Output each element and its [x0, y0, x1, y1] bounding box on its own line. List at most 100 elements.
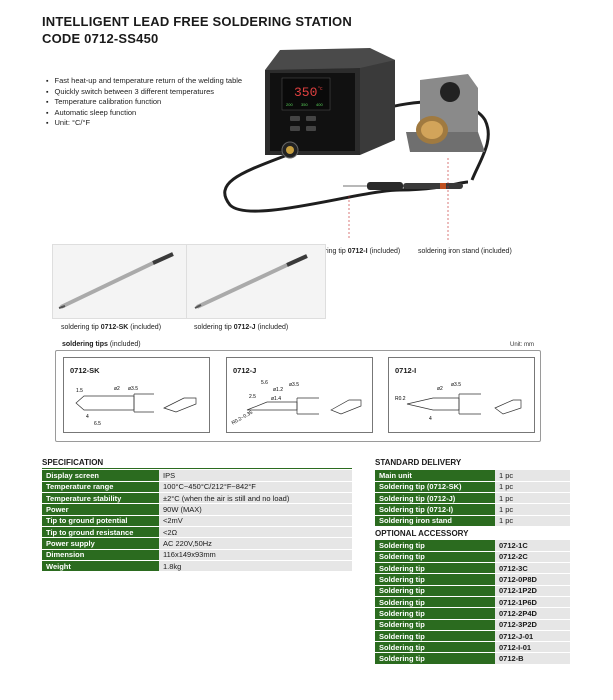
- display-preset: 200: [286, 102, 293, 107]
- table-row: Soldering tip (0712-SK)1 pc: [375, 481, 570, 494]
- display-preset: 350: [301, 102, 308, 107]
- drawing-name: 0712-J: [233, 366, 257, 375]
- row-label: Soldering tip: [375, 585, 495, 597]
- row-label: Soldering tip: [375, 641, 495, 654]
- row-label: Tip to ground potential: [42, 515, 159, 527]
- soldering-station-image: 350 °c 200 350 400: [223, 48, 490, 240]
- page-title: INTELLIGENT LEAD FREE SOLDERING STATION: [42, 14, 352, 29]
- dimension-label: 6.5: [94, 421, 101, 427]
- row-value: 0712-B: [495, 652, 570, 665]
- dimension-label: ø3.5: [289, 382, 299, 388]
- feature-item: Temperature calibration function: [46, 97, 242, 108]
- dimension-label: ø1.2: [273, 387, 283, 393]
- row-label: Soldering iron stand: [375, 515, 495, 527]
- feature-item: Unit: °C/°F: [46, 118, 242, 129]
- optional-accessory-heading: OPTIONAL ACCESSORY: [375, 529, 469, 538]
- table-row: Tip to ground potential<2mV: [42, 515, 352, 527]
- row-value: 1 pc: [495, 481, 570, 494]
- feature-item: Quickly switch between 3 different tempe…: [46, 87, 242, 98]
- drawing-0712-i: 0712-I R0.2 ø2 ø3.5 4: [388, 357, 535, 433]
- row-label: Display screen: [42, 470, 159, 482]
- dimension-label: 2.5: [249, 394, 256, 400]
- tip-sk-caption: soldering tip 0712-SK (included): [61, 324, 162, 331]
- drawing-name: 0712-I: [395, 366, 417, 375]
- product-code: CODE 0712-SS450: [42, 31, 159, 46]
- row-value: 0712-2P4D: [495, 607, 570, 620]
- dimension-label: ø1.4: [271, 396, 281, 402]
- tip-i-caption: soldering tip 0712-I (included): [308, 248, 401, 255]
- specification-heading: SPECIFICATION: [42, 458, 104, 467]
- dimension-label: ø3.5: [128, 386, 138, 392]
- row-value: 116x149x93mm: [159, 549, 352, 561]
- row-value: 0712-3P2D: [495, 619, 570, 631]
- specification-rule: [42, 468, 352, 469]
- dimension-label: 4: [86, 414, 89, 420]
- row-label: Temperature range: [42, 481, 159, 494]
- row-label: Soldering tip: [375, 652, 495, 665]
- standard-delivery-heading: STANDARD DELIVERY: [375, 458, 462, 467]
- tips-drawings-frame: [55, 350, 541, 442]
- row-value: 0712-J-01: [495, 630, 570, 643]
- row-label: Soldering tip: [375, 596, 495, 609]
- row-label: Main unit: [375, 470, 495, 482]
- row-value: 0712-3C: [495, 562, 570, 575]
- row-value: 90W (MAX): [159, 503, 352, 516]
- dimension-label: R0.2~0.35: [231, 410, 254, 427]
- row-label: Soldering tip: [375, 573, 495, 586]
- row-value: ±2°C (when the air is still and no load): [159, 492, 352, 505]
- row-label: Soldering tip: [375, 540, 495, 552]
- feature-item: Automatic sleep function: [46, 108, 242, 119]
- display-preset: 400: [316, 102, 323, 107]
- display-temperature-unit: °c: [318, 86, 323, 92]
- drawing-name: 0712-SK: [70, 366, 100, 375]
- feature-item: Fast heat-up and temperature return of t…: [46, 76, 242, 87]
- row-value: 0712-1P2D: [495, 585, 570, 597]
- row-label: Soldering tip: [375, 562, 495, 575]
- row-value: 0712-1C: [495, 540, 570, 552]
- row-value: <2Ω: [159, 526, 352, 539]
- feature-list: Fast heat-up and temperature return of t…: [46, 76, 242, 129]
- row-label: Soldering tip (0712-SK): [375, 481, 495, 494]
- row-value: 0712-2C: [495, 551, 570, 564]
- table-row: Soldering tip (0712-J)1 pc: [375, 492, 570, 505]
- row-label: Power supply: [42, 537, 159, 550]
- stand-caption: soldering iron stand (included): [418, 248, 512, 255]
- dimension-label: 4: [429, 416, 432, 422]
- row-label: Dimension: [42, 549, 159, 561]
- row-value: 1 pc: [495, 503, 570, 516]
- dimension-label: ø2: [114, 386, 120, 392]
- row-value: 0712-I-01: [495, 641, 570, 654]
- row-label: Soldering tip: [375, 551, 495, 564]
- row-value: 0712-1P6D: [495, 596, 570, 609]
- row-label: Soldering tip: [375, 619, 495, 631]
- row-value: 1 pc: [495, 470, 570, 482]
- table-row: Tip to ground resistance<2Ω: [42, 526, 352, 539]
- drawing-0712-sk: 0712-SK 1.5 ø2 ø3.5 4 6.5: [63, 357, 210, 433]
- row-label: Weight: [42, 560, 159, 573]
- row-value: 1 pc: [495, 492, 570, 505]
- table-row: Temperature stability±2°C (when the air …: [42, 492, 352, 505]
- row-value: 0712-0P8D: [495, 573, 570, 586]
- row-value: IPS: [159, 470, 352, 482]
- dimension-label: R0.2: [395, 396, 406, 402]
- dimension-label: 5.6: [261, 380, 268, 386]
